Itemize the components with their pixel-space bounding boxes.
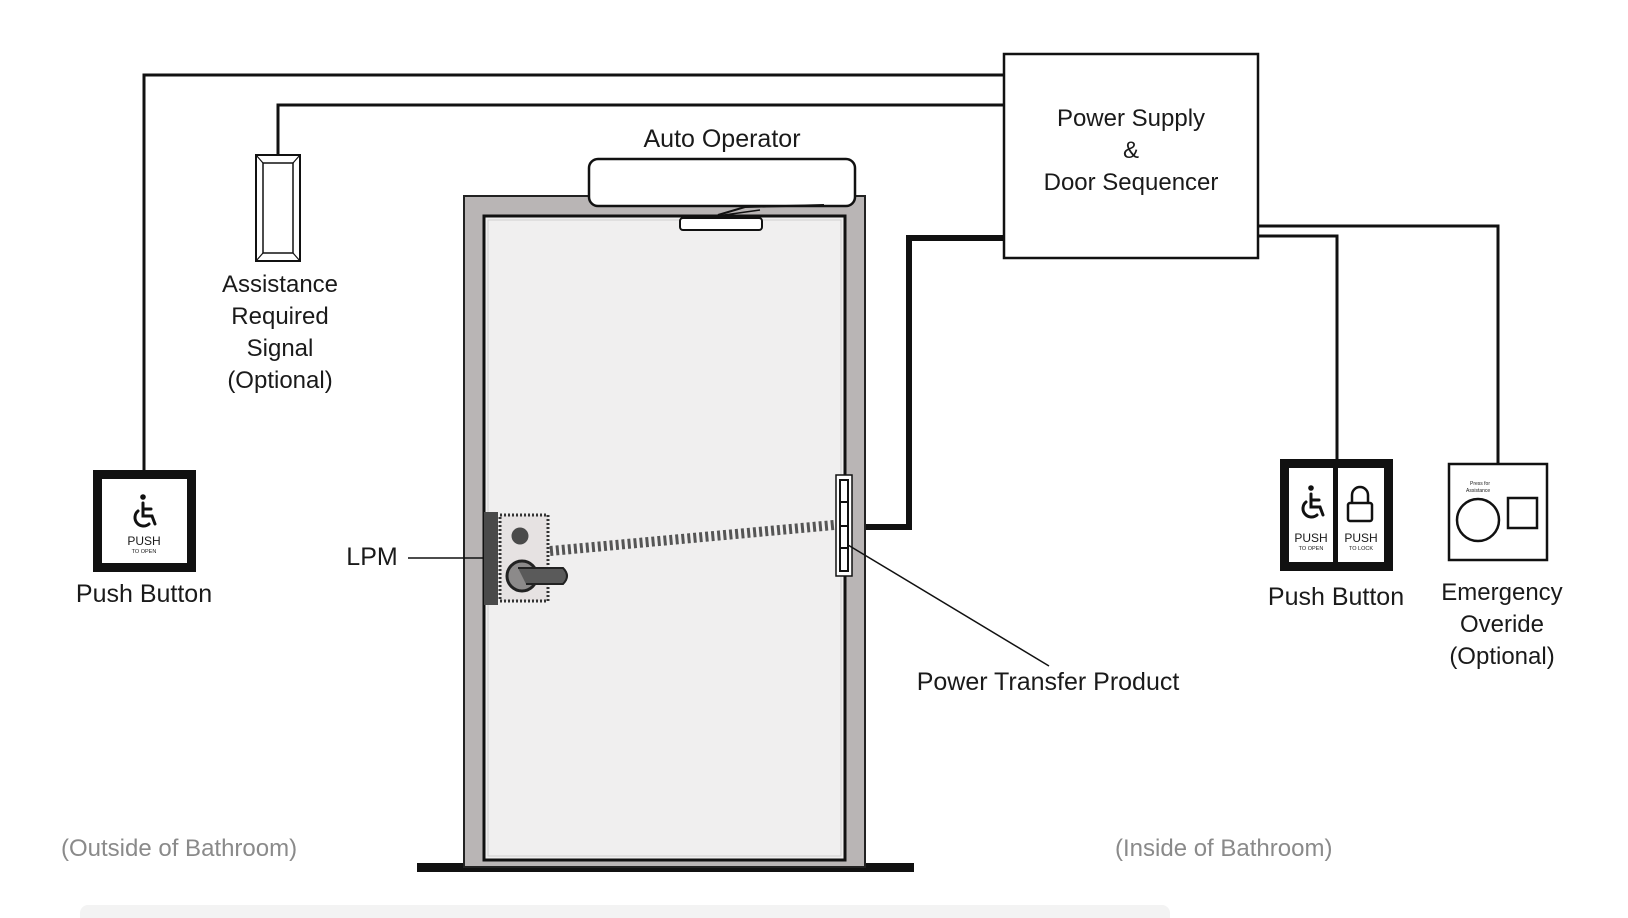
emergency-line-3: (Optional) [1449, 643, 1554, 670]
emergency-line-1: Emergency [1441, 579, 1562, 606]
assistance-line-3: Signal [247, 335, 314, 362]
push-button-right-open-text: PUSH [1294, 531, 1327, 545]
wheelchair-icon [1301, 485, 1325, 519]
emergency-press-text-2: Assistance [1466, 488, 1490, 494]
wire-emergency-override [1254, 224, 1500, 464]
assistance-line-2: Required [231, 303, 328, 330]
push-button-left-label: Push Button [76, 580, 212, 608]
power-supply-line-2: & [1123, 137, 1139, 164]
push-button-right: PUSH TO OPEN PUSH TO LOCK Push Button [1268, 459, 1404, 611]
power-transfer-product: Power Transfer Product [835, 474, 1180, 696]
lpm-label: LPM [346, 543, 397, 571]
push-button-right-label: Push Button [1268, 583, 1404, 611]
bottom-scroll-strip [80, 905, 1170, 918]
push-button-left: PUSH TO OPEN Push Button [76, 470, 212, 608]
lpm: LPM [346, 512, 568, 605]
power-transfer-label: Power Transfer Product [917, 668, 1180, 696]
outside-caption: (Outside of Bathroom) [61, 835, 297, 862]
assistance-line-1: Assistance [222, 271, 338, 298]
wire-power-transfer [852, 235, 1004, 530]
wire-assistance-signal [276, 103, 1004, 155]
assistance-signal: Assistance Required Signal (Optional) [222, 154, 338, 394]
emergency-line-2: Overide [1460, 611, 1544, 638]
inside-caption: (Inside of Bathroom) [1115, 835, 1332, 862]
wheelchair-icon [133, 494, 157, 528]
auto-operator: Auto Operator [587, 125, 857, 231]
power-supply-line-1: Power Supply [1057, 105, 1205, 132]
emergency-press-text-1: Press for [1470, 481, 1490, 487]
auto-operator-label: Auto Operator [643, 125, 800, 153]
push-button-left-push-text: PUSH [127, 534, 160, 548]
power-supply-line-3: Door Sequencer [1044, 169, 1219, 196]
wire-left-push-button [142, 73, 1004, 470]
push-button-right-open-sub: TO OPEN [1299, 546, 1324, 552]
push-button-right-lock-text: PUSH [1344, 531, 1377, 545]
wiring [142, 73, 1500, 470]
power-supply-box: Power Supply & Door Sequencer [1002, 52, 1260, 260]
push-button-right-lock-sub: TO LOCK [1349, 546, 1373, 552]
push-button-left-sub-text: TO OPEN [132, 549, 157, 555]
emergency-override: Press for Assistance Emergency Overide (… [1441, 462, 1563, 670]
assistance-line-4: (Optional) [227, 367, 332, 394]
padlock-icon [1346, 485, 1374, 523]
wire-right-push-button [1254, 234, 1339, 464]
